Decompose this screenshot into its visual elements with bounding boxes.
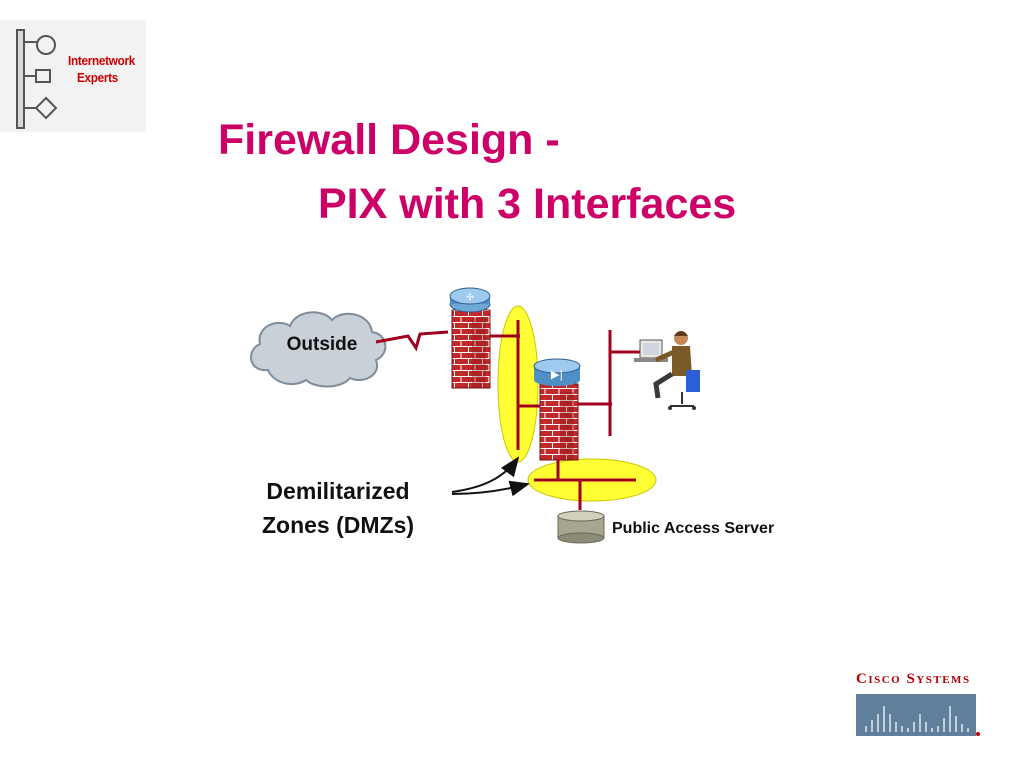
server-icon — [557, 510, 605, 544]
internetwork-experts-logo-text: Internetwork Experts — [68, 52, 140, 86]
dmz-arrow-vertical — [451, 456, 520, 493]
serial-link — [375, 330, 449, 352]
svg-text:▶|: ▶| — [551, 368, 563, 381]
svg-text:✣: ✣ — [466, 293, 474, 303]
pix-firewall-icon: ▶| — [533, 358, 581, 461]
outside-label: Outside — [287, 334, 358, 355]
dmz-arrow-horizontal — [451, 480, 530, 497]
slide-title-line1: Firewall Design - — [218, 116, 560, 164]
dmz-label-line2: Zones (DMZs) — [262, 512, 414, 538]
user-workstation-icon — [634, 331, 700, 410]
internetwork-experts-logo — [0, 20, 146, 132]
cisco-systems-logo-text: Cisco Systems — [856, 671, 971, 687]
cisco-systems-logo — [856, 694, 980, 736]
firewall-diagram: Outside ✣ ▶| Public Access Server — [250, 287, 774, 544]
outside-cloud-icon — [250, 311, 387, 388]
slide-title-line2: PIX with 3 Interfaces — [318, 180, 737, 228]
dmz-label-line1: Demilitarized — [266, 478, 409, 504]
server-label: Public Access Server — [612, 520, 774, 537]
internetwork-experts-logo-mark — [16, 29, 58, 129]
router-firewall-icon: ✣ — [449, 287, 491, 389]
logo-text-line2: Experts — [77, 70, 119, 85]
logo-text-line1: Internetwork — [68, 53, 135, 68]
